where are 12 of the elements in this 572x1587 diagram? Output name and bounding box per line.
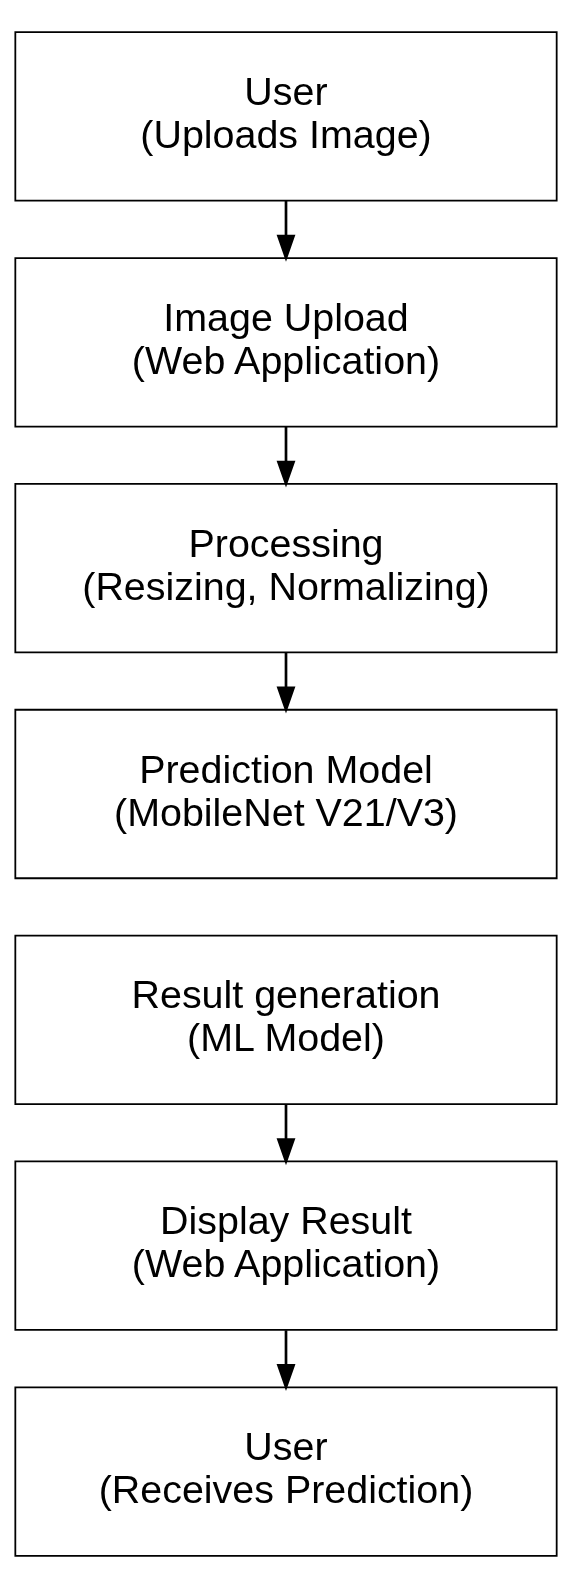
node-box: Result generation (ML Model) — [14, 934, 558, 1105]
node-box: Image Upload (Web Application) — [14, 256, 558, 427]
node-box: Display Result (Web Application) — [14, 1160, 558, 1331]
node-box: User (Uploads Image) — [14, 30, 558, 202]
arrow — [276, 1103, 296, 1165]
arrow — [276, 1329, 296, 1391]
node-box: Prediction Model (MobileNet V21/V3) — [14, 708, 558, 879]
arrow — [276, 652, 296, 713]
arrow — [276, 426, 296, 488]
arrow — [276, 200, 296, 262]
node-box: User (Receives Prediction) — [14, 1385, 558, 1557]
node-box: Processing (Resizing, Normalizing) — [14, 482, 558, 653]
